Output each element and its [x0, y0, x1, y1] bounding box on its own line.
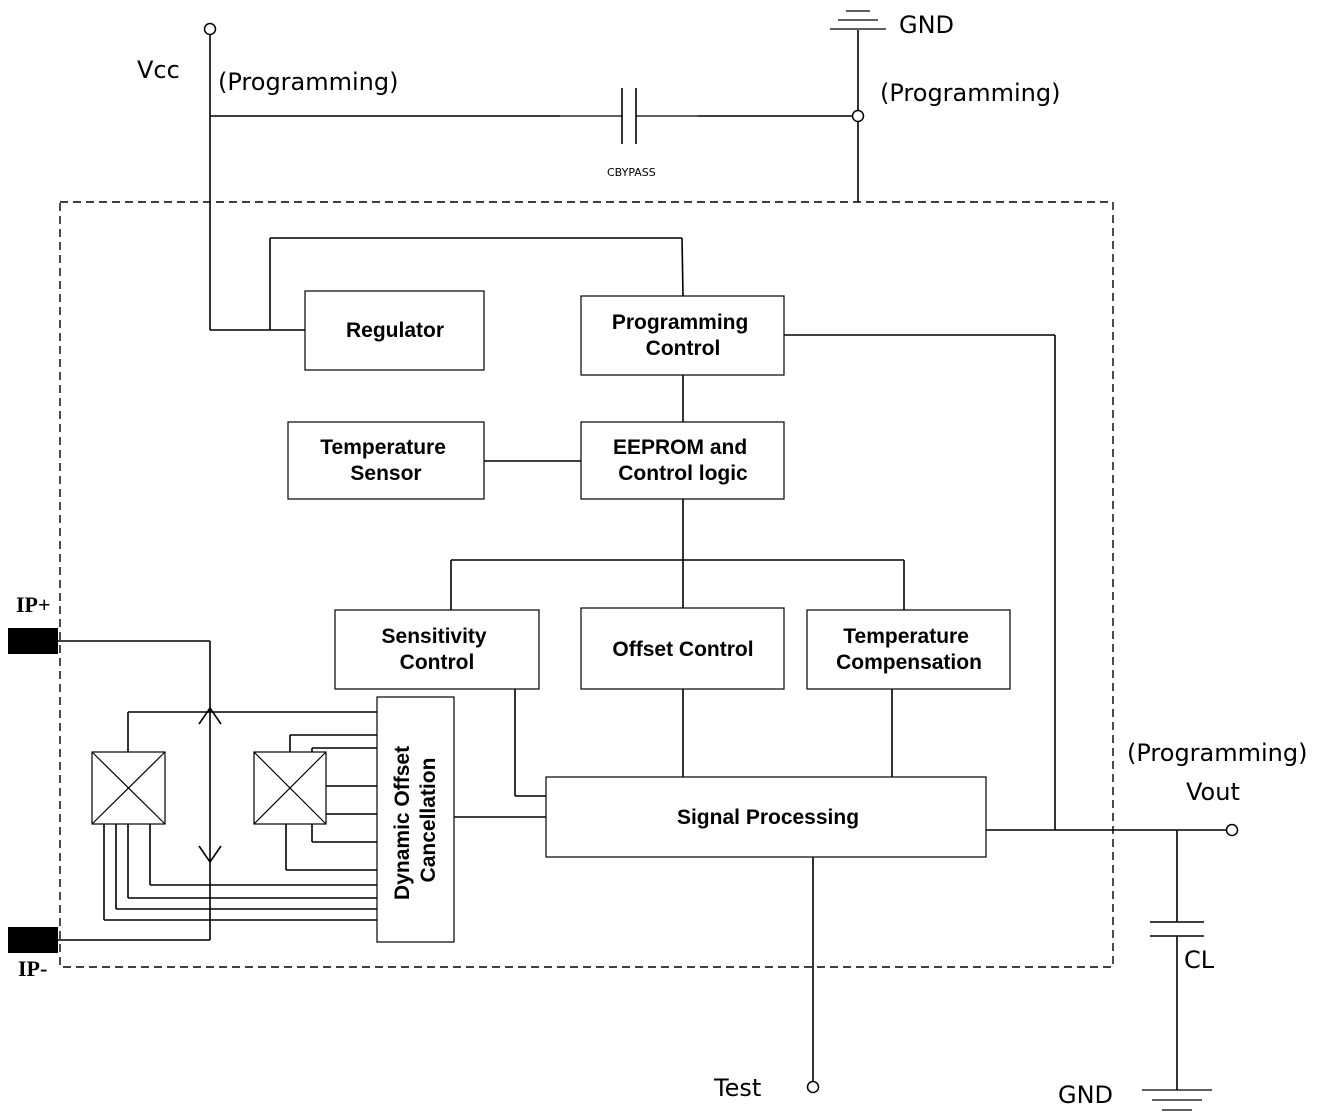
dynamic-offset-label-2: Cancellation [417, 758, 440, 883]
temperature-sensor-block: Temperature Sensor [287, 421, 485, 500]
temperature-sensor-label-2: Sensor [350, 462, 421, 485]
svg-text:Sensitivity Control: Sensitivity Control [382, 625, 493, 674]
temperature-sensor-label-1: Temperature [320, 436, 446, 459]
internal-wires [269, 237, 1226, 1090]
gnd-top-label: GND [899, 11, 954, 39]
cbypass-capacitor [560, 88, 698, 144]
signal-processing-block: Signal Processing [545, 776, 987, 858]
ip-minus-label: IP- [18, 956, 47, 981]
ip-plus-pad [8, 628, 58, 654]
svg-text:EEPROM and Control logic: EEPROM and Control logic [613, 436, 753, 485]
regulator-label: Regulator [346, 319, 444, 342]
sensitivity-control-block: Sensitivity Control [334, 609, 540, 690]
eeprom-label-2: Control logic [618, 462, 748, 485]
cbypass-label: CBYPASS [607, 166, 656, 179]
ground-symbol-bottom [1142, 1089, 1212, 1111]
signal-processing-label: Signal Processing [677, 806, 859, 829]
test-label: Test [713, 1074, 761, 1102]
vcc-terminal [203, 22, 217, 36]
gnd-programming-label: (Programming) [880, 79, 1060, 107]
vcc-wire [209, 35, 852, 331]
ip-minus-pad [8, 927, 58, 953]
hall-element-left [91, 751, 166, 825]
dynamic-offset-label-1: Dynamic Offset [391, 746, 414, 900]
svg-text:Temperature Sensor: Temperature Sensor [320, 436, 452, 485]
vout-terminal [1225, 823, 1239, 837]
sensitivity-control-label-2: Control [400, 651, 475, 674]
vcc-label: Vcc [137, 56, 180, 84]
temperature-compensation-label-1: Temperature [843, 625, 969, 648]
gnd-programming-terminal [851, 109, 865, 123]
temperature-compensation-block: Temperature Compensation [806, 609, 1011, 690]
ip-plus-label: IP+ [16, 592, 51, 617]
offset-control-block: Offset Control [580, 607, 785, 690]
programming-control-label-2: Control [646, 337, 721, 360]
temperature-compensation-label-2: Compensation [836, 651, 982, 674]
gnd-bottom-label: GND [1058, 1081, 1113, 1109]
cl-label: CL [1184, 946, 1215, 974]
current-path [58, 640, 211, 941]
dynamic-offset-block: Dynamic Offset Cancellation [376, 696, 455, 943]
hall-element-wires [103, 711, 377, 921]
sensitivity-control-label-1: Sensitivity [382, 625, 487, 648]
svg-text:Dynamic Offset Cancellat: Dynamic Offset Cancellation [391, 740, 440, 900]
vcc-programming-label: (Programming) [218, 68, 398, 96]
eeprom-label-1: EEPROM and [613, 436, 747, 459]
svg-text:Temperature Compensation: Temperature Compensation [836, 625, 982, 674]
svg-text:Programming Control: Programming Control [612, 311, 754, 360]
eeprom-block: EEPROM and Control logic [580, 421, 785, 500]
arrow-up-icon [198, 706, 222, 725]
ground-symbol-top [830, 10, 886, 30]
vout-label: Vout [1186, 778, 1240, 806]
programming-control-block: Programming Control [580, 295, 785, 376]
hall-element-right [253, 751, 327, 825]
test-terminal [806, 1080, 820, 1094]
regulator-block: Regulator [304, 290, 485, 371]
programming-control-label-1: Programming [612, 311, 749, 334]
chip-boundary [59, 201, 1114, 968]
vout-programming-label: (Programming) [1127, 739, 1307, 767]
offset-control-label: Offset Control [612, 638, 753, 661]
arrow-down-icon [198, 845, 222, 864]
